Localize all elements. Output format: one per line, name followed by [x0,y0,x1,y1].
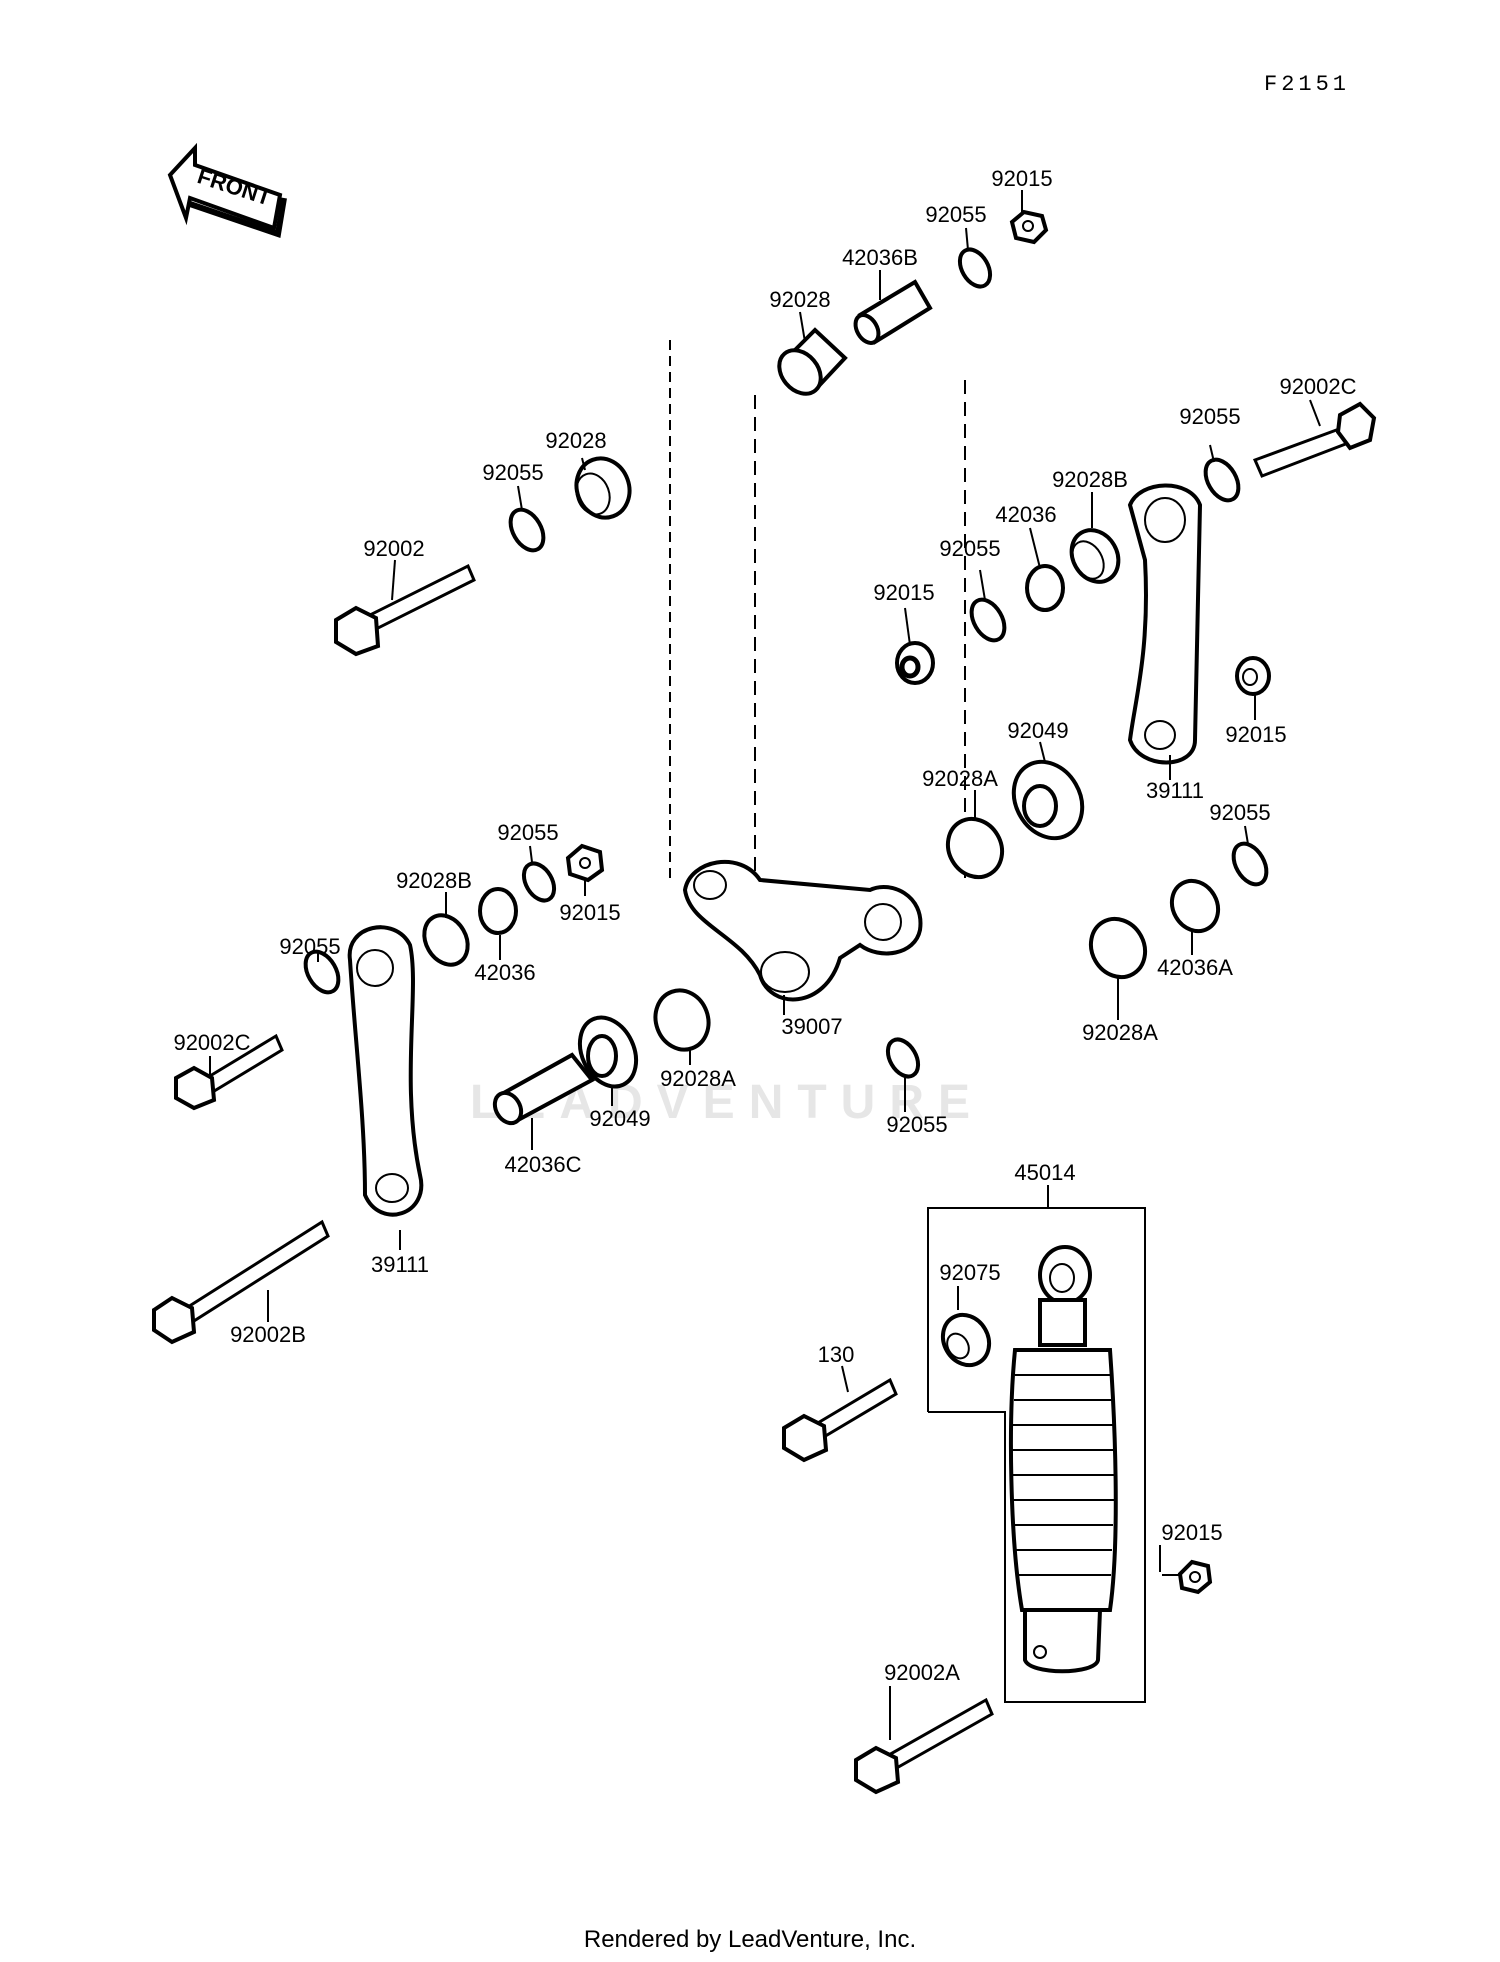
label-92002A: 92002A [884,1660,960,1685]
label-42036B: 42036B [842,245,918,270]
nut-92015-shock [1177,1559,1213,1595]
label-92028B: 92028B [1052,467,1128,492]
label-92055: 92055 [497,820,558,845]
bushing-92028B-r [1069,528,1121,584]
bushing-92028-left [574,456,632,520]
bolt-130 [782,1377,898,1463]
seal-92049-mid [577,1015,639,1089]
seal-92049-r [1011,759,1085,841]
sleeve-42036A [1169,878,1221,934]
bolt-92002C-right [1252,401,1377,478]
sleeve-42036-l [478,887,518,935]
label-42036: 42036 [474,960,535,985]
label-92015: 92015 [991,166,1052,191]
label-92055: 92055 [1179,404,1240,429]
nut-92015-link [1235,656,1271,696]
link-39111-left [347,925,424,1217]
assembly-45014-outline [927,1207,1146,1703]
washer-92055-r3 [1231,841,1269,887]
label-39111: 39111 [371,1252,429,1277]
label-42036: 42036 [995,502,1056,527]
label-130: 130 [818,1342,855,1367]
label-92055: 92055 [886,1112,947,1137]
label-92002C: 92002C [173,1030,250,1055]
washer-92055-low [885,1037,921,1079]
label-92028A: 92028A [660,1066,736,1091]
bushing-92028-top [777,327,848,396]
nut-92015-mid [565,843,605,883]
label-39007: 39007 [781,1014,842,1039]
leader-lines [209,190,1321,1740]
diagram-code: F2151 [1264,72,1351,97]
label-92015: 92015 [873,580,934,605]
label-92002B: 92002B [230,1322,306,1347]
label-92015: 92015 [1161,1520,1222,1545]
washer-92055-l [303,949,341,995]
sleeve-42036B [853,279,933,345]
footer-credit: Rendered by LeadVenture, Inc. [583,1926,917,1953]
label-92075: 92075 [939,1260,1000,1285]
label-92028A: 92028A [1082,1020,1158,1045]
label-92028A: 92028A [922,766,998,791]
front-arrow-icon: FRONT [167,142,287,238]
label-92028: 92028 [545,428,606,453]
bolt-92002A [854,1697,994,1795]
label-42036C: 42036C [504,1152,581,1177]
washer-92055-r1 [1203,457,1241,503]
bushing-92028A-r [945,816,1005,880]
label-39111: 39111 [1146,778,1204,803]
label-92055: 92055 [925,202,986,227]
label-42036A: 42036A [1157,955,1233,980]
label-92055: 92055 [939,536,1000,561]
label-92002C: 92002C [1279,374,1356,399]
label-92015: 92015 [1225,722,1286,747]
sleeve-42036-r [1025,564,1065,612]
bushing-92028A-mid [653,988,711,1052]
bolt-92002 [334,563,476,657]
label-45014: 45014 [1014,1160,1075,1185]
label-92015: 92015 [559,900,620,925]
washer-92055-top [957,247,993,289]
label-92055: 92055 [482,460,543,485]
label-92049: 92049 [589,1106,650,1131]
washer-92055-r2 [969,597,1007,643]
label-92002: 92002 [363,536,424,561]
sleeve-42036C [492,1052,596,1126]
link-39111-right [1127,483,1203,765]
rocker-arm-39007 [682,860,923,1002]
shock-absorber-45014 [1008,1245,1118,1674]
part-labels: 92015 92055 42036B 92028 92002C 92055 92… [173,166,1356,1685]
bolt-92002C-left [174,1033,284,1111]
label-92028: 92028 [769,287,830,312]
collar-92075 [940,1312,992,1368]
label-92049: 92049 [1007,718,1068,743]
label-92055: 92055 [1209,800,1270,825]
nut-92015-r [895,641,935,685]
bushing-92028B-l [422,913,470,967]
nut-92015-top [1009,209,1049,245]
washer-92055-mid [521,861,557,903]
label-92055: 92055 [279,934,340,959]
bushing-92028A-r2 [1088,916,1148,980]
bolt-92002B [152,1219,330,1345]
washer-92055-left [508,507,546,553]
label-92028B: 92028B [396,868,472,893]
